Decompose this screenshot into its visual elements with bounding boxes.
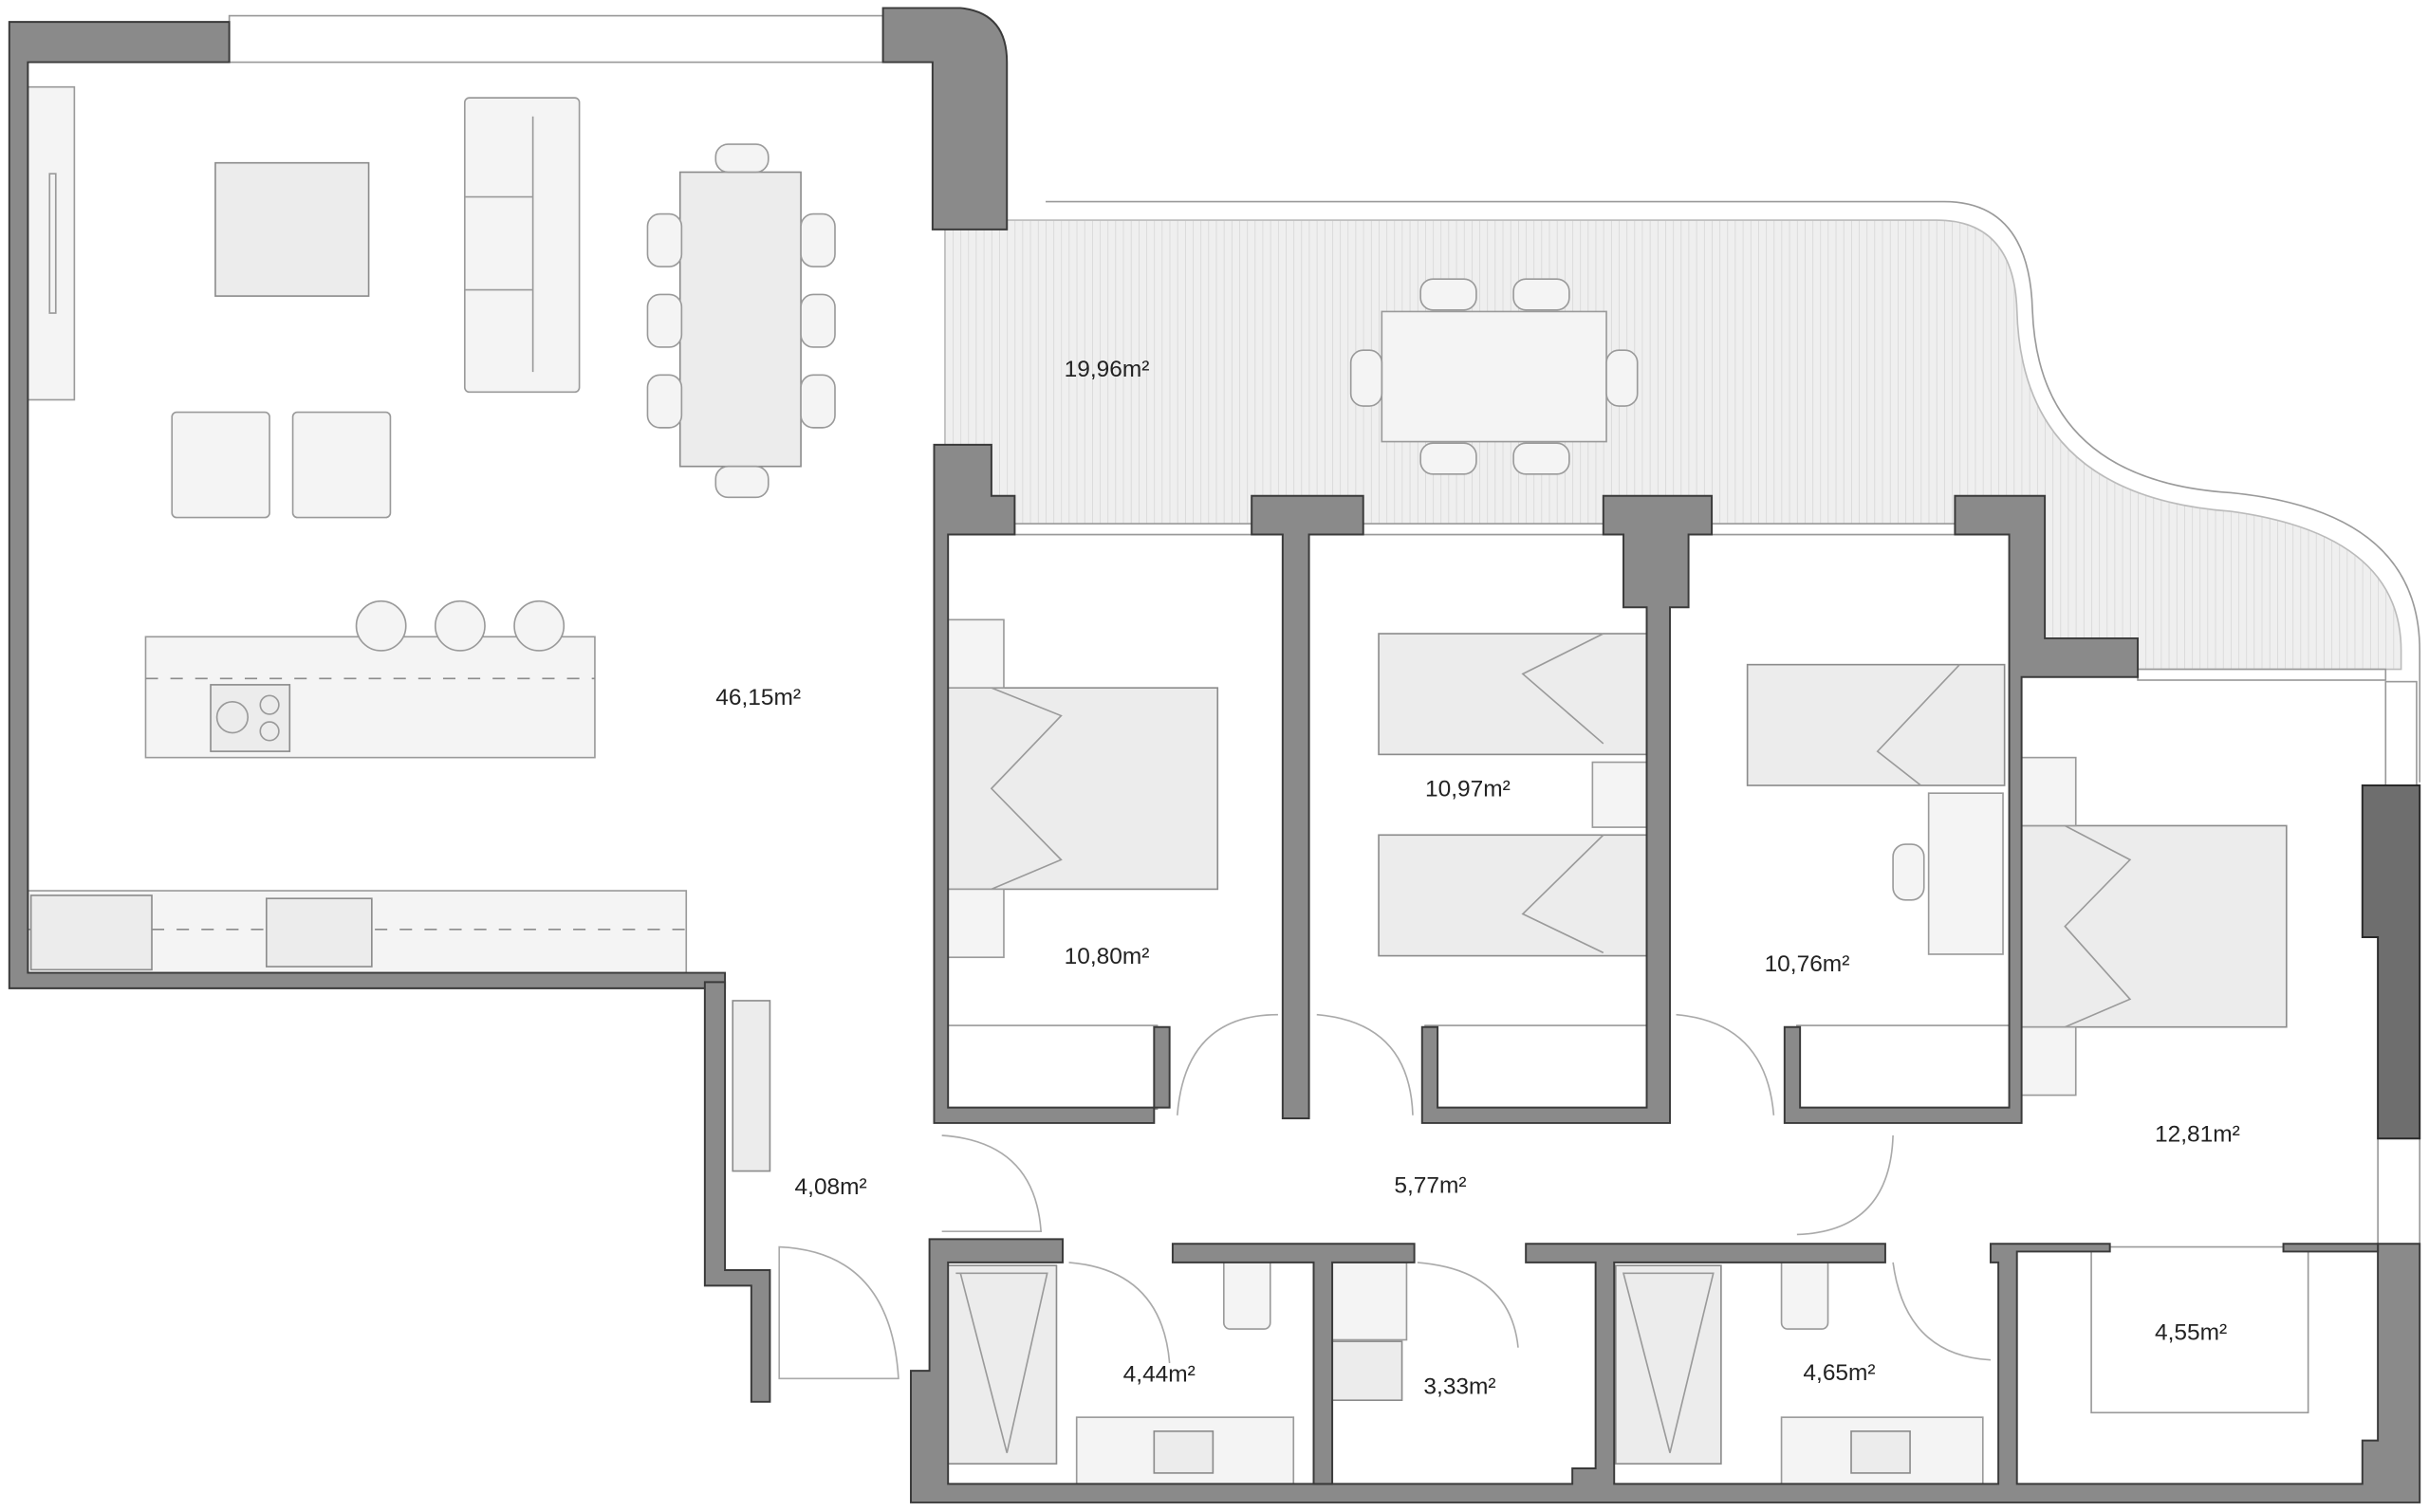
- dressing-area: [2090, 1245, 2309, 1414]
- area-label-bathroom-2: 4,65m²: [1803, 1360, 1875, 1386]
- bathtub: [1615, 1264, 1722, 1465]
- bathroom-fixtures: [947, 1257, 1984, 1488]
- area-label-bedroom-3: 10,76m²: [1765, 951, 1850, 977]
- wardrobe: [1424, 1024, 1659, 1111]
- washing-machine: [1331, 1262, 1408, 1341]
- living-furniture: [27, 85, 836, 974]
- toilet: [1780, 1257, 1829, 1330]
- wardrobe: [1796, 1024, 2015, 1111]
- area-label-bedroom-2: 10,97m²: [1425, 776, 1511, 802]
- shower: [1331, 1340, 1403, 1401]
- windows: [228, 14, 2421, 1245]
- armchair: [171, 411, 270, 519]
- area-label-corridor: 5,77m²: [1394, 1172, 1466, 1198]
- area-label-washroom: 3,33m²: [1423, 1374, 1495, 1400]
- area-label-living-kitchen: 46,15m²: [715, 685, 801, 710]
- area-label-entrance-hall: 4,08m²: [795, 1174, 867, 1200]
- single-bed: [1378, 633, 1648, 756]
- coffee-table: [214, 161, 370, 297]
- terrace-table: [1349, 278, 1639, 475]
- area-label-terrace: 19,96m²: [1065, 357, 1150, 382]
- single-bed: [1378, 834, 1648, 957]
- area-labels: 46,15m² 19,96m² 10,80m² 10,97m² 10,76m² …: [715, 357, 2240, 1400]
- bar-stool: [513, 599, 566, 652]
- double-bed: [947, 687, 1219, 891]
- desk: [1927, 792, 2004, 955]
- area-label-dressing-room: 4,55m²: [2155, 1320, 2227, 1346]
- area-label-bedroom-1: 10,80m²: [1065, 944, 1150, 969]
- toilet: [1222, 1257, 1271, 1330]
- dining-table: [678, 171, 802, 468]
- sink: [266, 897, 373, 968]
- single-bed: [1746, 663, 2006, 786]
- doors: [778, 1013, 1992, 1380]
- tv-unit: [27, 85, 76, 401]
- sofa: [463, 97, 581, 394]
- terrace-railing: [1046, 200, 2421, 783]
- master-bed: [2019, 824, 2288, 1028]
- wardrobe: [947, 1024, 1159, 1111]
- coat-closet: [732, 1000, 771, 1172]
- cooktop: [210, 684, 291, 752]
- armchair: [291, 411, 392, 519]
- area-label-bathroom-1: 4,44m²: [1123, 1362, 1196, 1388]
- bar-stool: [434, 599, 486, 652]
- bar-stool: [355, 599, 407, 652]
- terrace: [944, 200, 2421, 783]
- bedroom-furniture: [732, 618, 2309, 1414]
- area-label-master-bedroom: 12,81m²: [2155, 1122, 2240, 1148]
- walls: [8, 7, 2421, 1503]
